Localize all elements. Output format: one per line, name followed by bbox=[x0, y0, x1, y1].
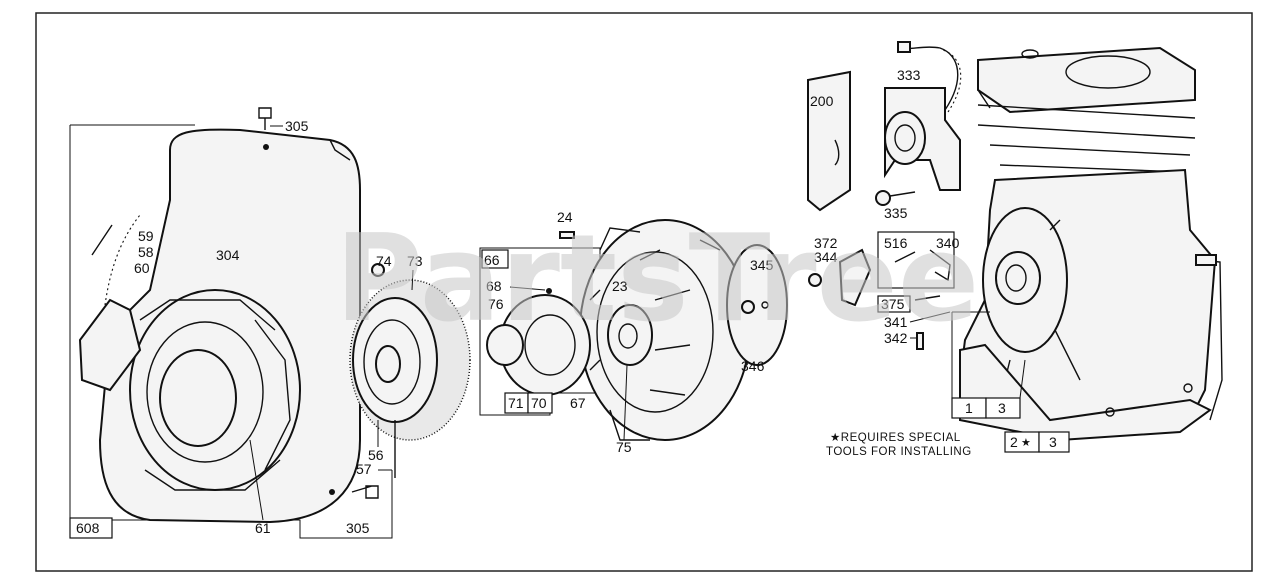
callout-3-top: 3 bbox=[998, 400, 1006, 416]
special-tools-note-line1: ★REQUIRES SPECIAL bbox=[830, 432, 961, 444]
callout-70: 70 bbox=[531, 395, 547, 411]
callout-516: 516 bbox=[884, 235, 908, 251]
callout-3-bottom: 3 bbox=[1049, 434, 1057, 450]
callout-372: 372 bbox=[814, 235, 838, 251]
callout-71: 71 bbox=[508, 395, 524, 411]
callout-56: 56 bbox=[368, 447, 384, 463]
group-bracket-1 bbox=[951, 311, 990, 398]
callout-375: 375 bbox=[881, 296, 905, 312]
callout-66: 66 bbox=[484, 252, 500, 268]
callout-61: 61 bbox=[255, 520, 271, 536]
callout-60: 60 bbox=[134, 260, 150, 276]
callout-2-star: ★ bbox=[1021, 437, 1031, 449]
callout-59: 59 bbox=[138, 228, 154, 244]
callout-200: 200 bbox=[810, 93, 834, 109]
special-tools-note-line2: TOOLS FOR INSTALLING bbox=[826, 446, 972, 458]
starter-handle-part bbox=[78, 298, 142, 392]
blower-baffle-part bbox=[807, 70, 851, 212]
callout-344: 344 bbox=[814, 249, 838, 265]
callout-73: 73 bbox=[407, 253, 423, 269]
callout-608: 608 bbox=[76, 520, 100, 536]
blower-housing-group bbox=[69, 107, 471, 539]
callout-345: 345 bbox=[750, 257, 774, 273]
watermark-logo: PartsTree bbox=[335, 210, 979, 349]
callout-342: 342 bbox=[884, 330, 908, 346]
callout-305-top: 305 bbox=[285, 118, 309, 134]
callout-76: 76 bbox=[488, 296, 504, 312]
callout-305-bottom: 305 bbox=[346, 520, 370, 536]
callout-346: 346 bbox=[741, 358, 765, 374]
ignition-group bbox=[807, 41, 962, 350]
base-flange bbox=[959, 343, 1212, 442]
points-box bbox=[877, 231, 955, 289]
callout-23: 23 bbox=[612, 278, 628, 294]
flywheel-group bbox=[479, 219, 788, 441]
callout-341: 341 bbox=[884, 314, 908, 330]
callout-75: 75 bbox=[616, 439, 632, 455]
fan-retainer-part bbox=[726, 244, 788, 366]
callout-74: 74 bbox=[376, 253, 392, 269]
callout-57: 57 bbox=[356, 461, 372, 477]
callout-24: 24 bbox=[557, 209, 573, 225]
callout-1: 1 bbox=[965, 400, 973, 416]
callout-2: 2 bbox=[1010, 434, 1018, 450]
callout-58: 58 bbox=[138, 244, 154, 260]
cylinder-block-group bbox=[958, 46, 1223, 442]
callout-68: 68 bbox=[486, 278, 502, 294]
callout-67: 67 bbox=[570, 395, 586, 411]
callout-335: 335 bbox=[884, 205, 908, 221]
diagram-border bbox=[35, 12, 1253, 572]
callout-340: 340 bbox=[936, 235, 960, 251]
callout-304: 304 bbox=[216, 247, 240, 263]
callout-333: 333 bbox=[897, 67, 921, 83]
